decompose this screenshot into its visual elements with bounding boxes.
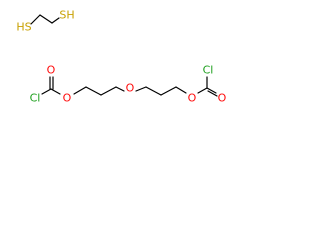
bond-o-ether-ch2 <box>135 86 147 92</box>
bond-cl-c-left <box>41 88 52 95</box>
bis-chloroformate-molecule: Cl O O O O Cl O <box>30 64 227 105</box>
atom-o-carbonyl-left: O <box>47 64 56 77</box>
bond-ch2-ch2-4 <box>160 86 177 96</box>
chemical-structure-canvas: HS SH Cl O O O O Cl O <box>16 9 227 105</box>
bond-c1-c2 <box>39 14 53 24</box>
atom-hs-left: HS <box>16 21 31 34</box>
bond-ch2-ch2-2 <box>100 86 117 96</box>
bond-o-ch2-1 <box>73 86 87 95</box>
bond-c-o-carbonyl-right-2 <box>207 90 218 97</box>
bond-hs-c1 <box>30 14 41 25</box>
atom-o-ether: O <box>126 82 135 95</box>
bond-c2-sh <box>51 17 60 24</box>
bond-ch2-o-ester-right <box>175 86 187 94</box>
bond-ch2-o-ether <box>115 86 125 92</box>
atom-o-ester-right: O <box>188 92 197 105</box>
atom-cl-right: Cl <box>203 64 214 77</box>
bond-ch2-ch2-3 <box>145 86 162 96</box>
bond-c-o-ester-left <box>50 88 61 95</box>
atom-cl-left: Cl <box>30 92 41 105</box>
atom-o-ester-left: O <box>63 92 72 105</box>
atom-o-carbonyl-right: O <box>218 92 227 105</box>
ethanedithiol-molecule: HS SH <box>16 9 74 34</box>
bond-ch2-ch2-1 <box>85 86 102 96</box>
bond-c-o-carbonyl-right-1 <box>206 87 217 94</box>
bond-o-ester-c-right <box>197 87 208 94</box>
atom-sh-right: SH <box>59 9 74 22</box>
